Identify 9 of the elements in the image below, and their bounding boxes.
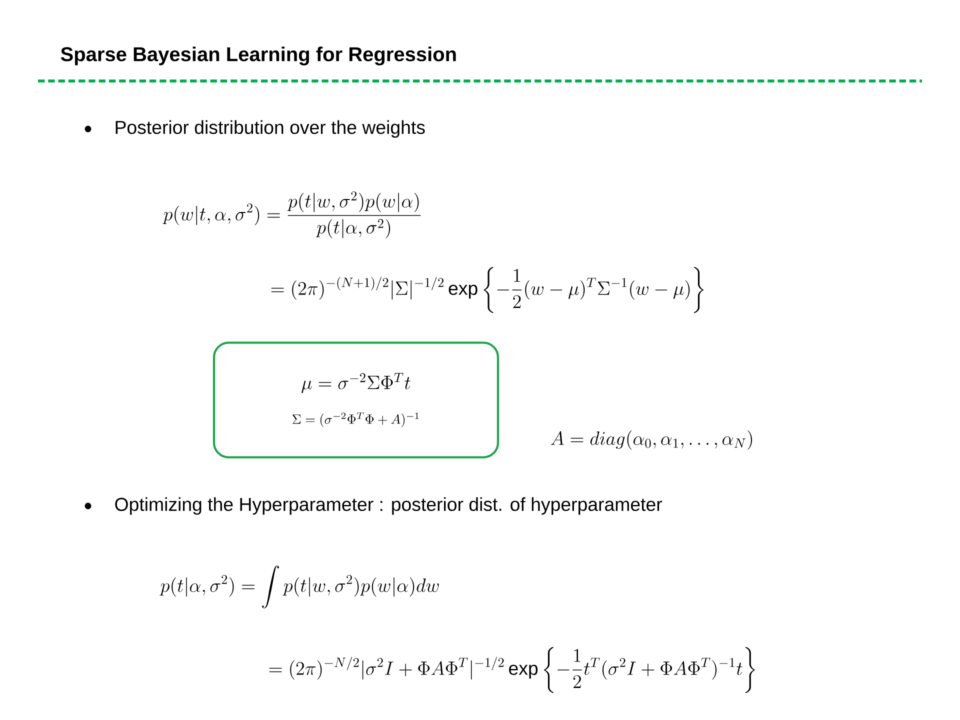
equation: $A = diag(\alpha_0,\alpha_1,\dots,\alpha_N)$ — [550, 430, 752, 450]
slide-title: Sparse Bayesian Learning for Regression — [60, 46, 456, 66]
bullet-text: Optimizing the Hyperparameter : posterior dist. of hyperparameter — [115, 497, 662, 515]
equation: $p(t|\alpha,\sigma^2) = \int p(t|w,\sigma^2)p(w|\alpha)dw$ — [160, 566, 439, 608]
equation: $p(w|t,\alpha,\sigma^2) = \frac{p(t|w,\sigma^2)p(w|\alpha)}{p(t|\alpha,\sigma^2)}$ — [162, 191, 421, 238]
equation: $= (2\pi)^{-(N+1)/2}|\Sigma|^{-1/2}\exp\left\{-\frac{1}{2}(w-\mu)^T\Sigma^{-1}(w-\mu)\right\}$ — [271, 266, 704, 314]
bullet-text: Posterior distribution over the weights — [116, 120, 425, 138]
formula-box: $\mu = \sigma^{-2}\Sigma\Phi^T t$ $\Sigma = (\sigma^{-2}\Phi^T\Phi + A)^{-1}$ — [212, 342, 500, 458]
equation: $= (2\pi)^{-N/2}|\sigma^2 I + \Phi A\Phi^T|^{-1/2}\exp\left\{-\frac{1}{2}t^T(\sigma^2 I + \Phi A\Phi^T)^{-1}t\right\}$ — [269, 646, 755, 694]
